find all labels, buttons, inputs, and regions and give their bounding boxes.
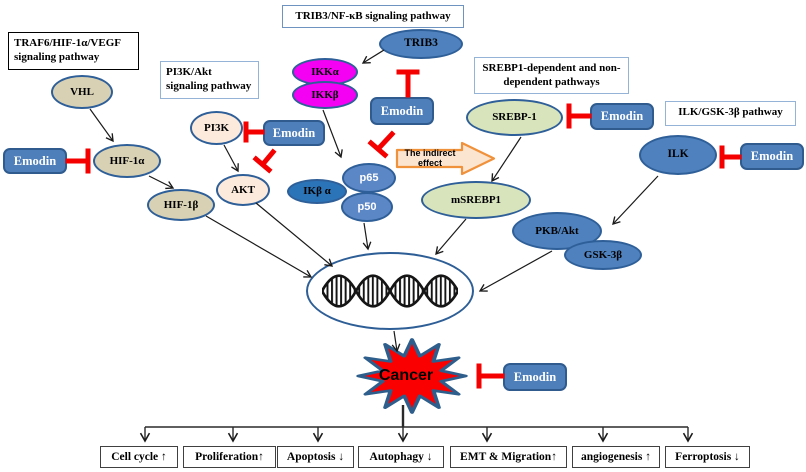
arrow-p50-dna [362,222,372,251]
arrow-pi3k-akt [223,144,239,173]
arrow-msrebp1-dna [435,218,467,256]
inhibit-emodin-srebp1 [566,103,592,129]
outcome-proliferation: Proliferation↑ [183,446,276,468]
pathway-box-pi3k-akt: PI3K/Akt signaling pathway [160,61,259,99]
node-akt: AKT [216,174,270,206]
emodin-box-hif1a: Emodin [3,148,67,174]
emodin-box-trib3: Emodin [370,97,434,125]
emodin-box-pi3k: Emodin [263,120,325,146]
pathway-box-srebp1: SREBP1-dependent and non-dependent pathw… [474,57,629,94]
arrow-hif1b-dna [205,215,313,278]
inhibit-emodin-hif1a [65,148,91,174]
node-trib3: TRIB3 [379,29,463,59]
pathway-box-ilk-gsk: ILK/GSK-3β pathway [665,101,796,126]
node-p65: p65 [342,163,396,193]
cancer-starburst-icon [356,338,468,414]
node-pi3k: PI3K [190,111,243,145]
arrow-trib3-ikk [361,49,385,64]
arrow-gsk-dna [478,250,553,292]
inhibit-emodin-pi3k [243,121,265,143]
node-vhl: VHL [51,75,113,109]
inhibit-emodin-cancer [476,363,505,389]
node-ilk: ILK [639,135,717,175]
inhibit-emodin-ilk [719,145,742,169]
outcome-autophagy: Autophagy ↓ [358,446,444,468]
dna-helix-icon [322,274,458,308]
outcome-emt-migration: EMT & Migration↑ [450,446,567,468]
cancer-label: Cancer [378,367,434,384]
emodin-box-cancer: Emodin [503,363,567,391]
arrow-ilk-pkbakt [612,175,659,225]
emodin-box-srebp1: Emodin [590,103,654,130]
node-hif1b: HIF-1β [147,189,215,221]
emodin-box-ilk: Emodin [740,143,804,170]
outcome-ferroptosis: Ferroptosis ↓ [665,446,750,468]
arrow-hif1a-hif1b [148,175,175,190]
node-srebp1: SREBP-1 [466,99,563,136]
arrow-akt-dna [255,202,334,267]
outcome-apoptosis: Apoptosis ↓ [277,446,354,468]
node-gsk3b: GSK-3β [564,240,642,270]
inhibit-emodin-p65 [367,130,396,159]
pathway-box-traf6-vegf: TRAF6/HIF-1α/VEGF signaling pathway [8,32,139,70]
node-p50: p50 [341,192,393,222]
outcome-angiogenesis: angiogenesis ↑ [572,446,660,468]
arrow-ikkb-p65 [322,109,343,159]
inhibit-emodin-trib3 [396,69,420,98]
node-ikb-alpha: IKβ α [287,179,347,204]
outcome-cell-cycle: Cell cycle ↑ [100,446,178,468]
node-hif1a: HIF-1α [93,144,161,178]
node-pkb-akt: PKB/Akt [512,212,602,250]
node-msrebp1: mSREBP1 [421,181,531,219]
inhibit-emodin-akt [252,148,277,174]
indirect-effect-label: The indirect effect [404,148,456,168]
pathway-box-trib3-nfkb: TRIB3/NF-κB signaling pathway [282,5,464,28]
indirect-effect-arrow [395,141,496,176]
node-ikk-beta: IKKβ [292,81,358,109]
arrow-vhl-hif1a [89,108,114,143]
